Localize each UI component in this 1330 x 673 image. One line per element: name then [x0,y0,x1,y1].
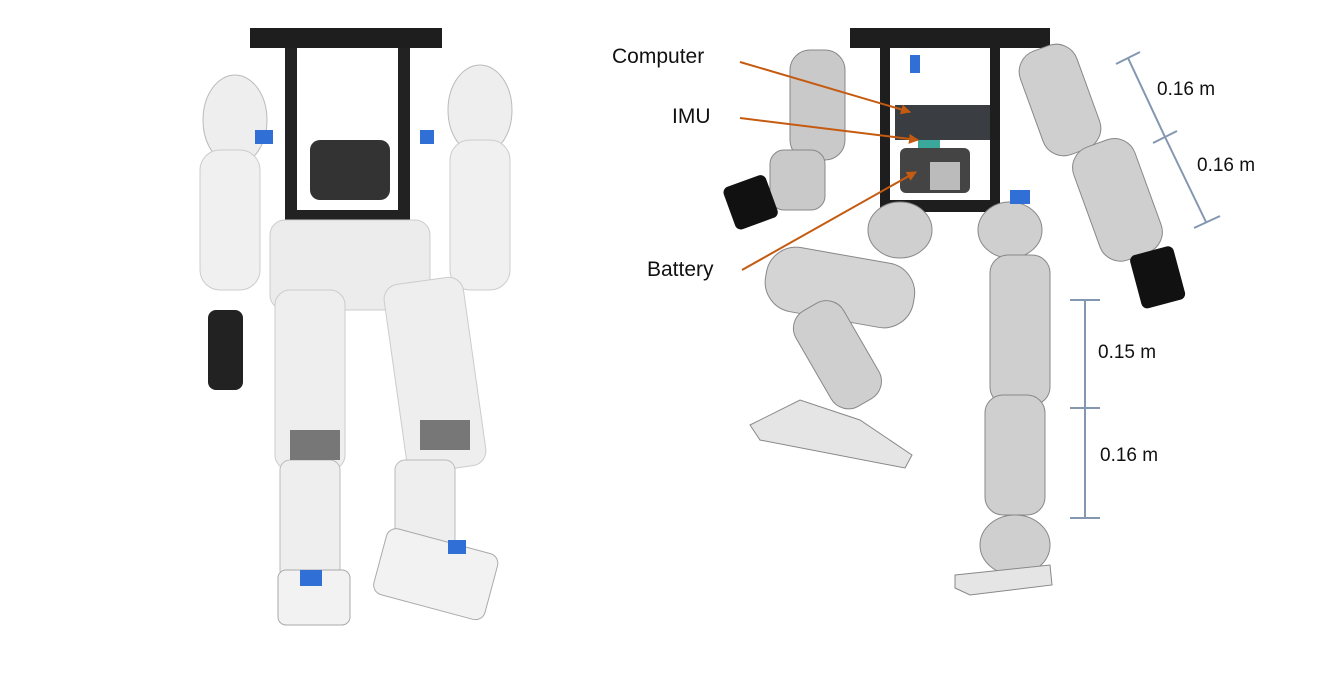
battery-arrow [741,171,917,271]
cad-robot [723,28,1186,596]
shin-dimension: 0.16 m [1100,445,1159,466]
thigh-dimension: 0.15 m [1098,342,1157,363]
imu-arrow [739,117,919,144]
imu-label: IMU [672,105,711,128]
upper-arm-dimension: 0.16 m [1157,79,1216,100]
computer-arrow [739,61,911,115]
forearm-dimension: 0.16 m [1197,155,1256,176]
computer-label: Computer [612,45,705,68]
dimension-lines [1070,51,1221,519]
photo-robot [199,28,513,626]
battery-label: Battery [647,258,714,281]
